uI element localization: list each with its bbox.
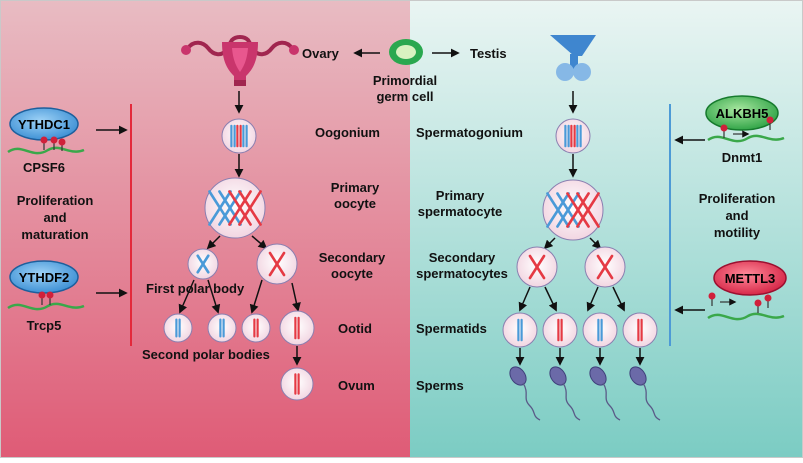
cell — [280, 367, 314, 401]
chromosome — [566, 192, 590, 228]
uterus-icon — [181, 35, 299, 86]
chromosome — [196, 254, 210, 274]
ythdf2-text: YTHDF2 — [19, 270, 70, 285]
cell — [241, 313, 271, 343]
lineage-arrow — [518, 286, 531, 312]
lineage-arrow — [206, 235, 221, 250]
chromosome — [268, 251, 286, 277]
trcp5-label: Trcp5 — [27, 318, 62, 333]
right-process-2: and — [725, 208, 748, 223]
m6a-mark-icon — [40, 136, 66, 151]
primordial-label-line2: germ cell — [376, 89, 433, 104]
primordial-germ-cell-icon — [389, 39, 423, 65]
male-panel-bg — [410, 0, 803, 458]
lineage-arrow — [178, 279, 195, 314]
lineage-arrow — [249, 279, 263, 314]
cpsf6-rna-strand — [7, 146, 85, 155]
chromosome — [228, 190, 252, 226]
dnmt1-rna-strand — [707, 134, 785, 143]
lineage-arrow — [291, 282, 301, 312]
lineage-arrow — [251, 235, 268, 250]
sperms-label: Sperms — [416, 378, 464, 393]
dnmt1-label: Dnmt1 — [722, 150, 762, 165]
ootid-label: Ootid — [338, 321, 372, 336]
primary-spermatocyte-label-1: Primary — [436, 188, 485, 203]
cell — [279, 310, 315, 346]
lineage-arrow — [544, 286, 557, 312]
cell — [542, 312, 578, 348]
cell — [555, 118, 591, 154]
right-process-3: motility — [714, 225, 761, 240]
lineage-arrow — [612, 286, 625, 312]
second-polar-bodies-label: Second polar bodies — [142, 347, 270, 362]
chromosome — [208, 190, 232, 226]
chromosome — [238, 190, 262, 226]
ovary-label: Ovary — [302, 46, 340, 61]
m6a-mark-icon — [708, 292, 772, 313]
mettl3-rna-strand — [707, 312, 785, 321]
cell-lineage-layer — [163, 91, 661, 421]
chromosome — [546, 192, 570, 228]
ovum-label: Ovum — [338, 378, 375, 393]
spermatids-label: Spermatids — [416, 321, 487, 336]
primordial-label-line1: Primordial — [373, 73, 437, 88]
left-process-2: and — [43, 210, 66, 225]
cell — [542, 179, 604, 241]
m6a-mark-icon — [38, 291, 54, 305]
chromosome — [596, 254, 614, 280]
left-process-1: Proliferation — [17, 193, 94, 208]
secondary-spermatocytes-label-1: Secondary — [429, 250, 496, 265]
cell — [221, 118, 257, 154]
right-process-1: Proliferation — [699, 191, 776, 206]
secondary-oocyte-label-2: oocyte — [331, 266, 373, 281]
testis-icon — [550, 35, 596, 81]
primary-spermatocyte-label-2: spermatocyte — [418, 204, 503, 219]
first-polar-body-label: First polar body — [146, 281, 245, 296]
secondary-spermatocytes-label-2: spermatocytes — [416, 266, 508, 281]
sperm-icon — [509, 366, 541, 421]
lineage-arrow — [543, 237, 556, 250]
trcp5-rna-strand — [7, 302, 85, 311]
alkbh5-text: ALKBH5 — [716, 106, 769, 121]
primary-oocyte-label-2: oocyte — [334, 196, 376, 211]
cell — [163, 313, 193, 343]
sperm-icon — [549, 366, 581, 421]
cpsf6-label: CPSF6 — [23, 160, 65, 175]
lineage-arrow — [207, 279, 221, 314]
chromosome — [556, 192, 580, 228]
chromosome — [528, 254, 546, 280]
lineage-arrow — [586, 286, 599, 312]
secondary-oocyte-label-1: Secondary — [319, 250, 386, 265]
sperm-icon — [589, 366, 621, 421]
sperm-icon — [629, 366, 661, 421]
testis-label: Testis — [470, 46, 507, 61]
chromosome — [576, 192, 600, 228]
female-panel-bg — [0, 0, 410, 458]
spermatogonium-label: Spermatogonium — [416, 125, 523, 140]
mettl3-badge: METTL3 — [713, 260, 787, 296]
lineage-arrow — [589, 237, 602, 250]
cell — [204, 177, 266, 239]
chromosome — [218, 190, 242, 226]
left-process-3: maturation — [21, 227, 88, 242]
primary-oocyte-label-1: Primary — [331, 180, 380, 195]
cell — [582, 312, 618, 348]
ythdc1-badge: YTHDC1 — [9, 107, 79, 141]
ythdc1-text: YTHDC1 — [18, 117, 70, 132]
oogonium-label: Oogonium — [315, 125, 380, 140]
cell — [207, 313, 237, 343]
cell — [622, 312, 658, 348]
mettl3-text: METTL3 — [725, 271, 776, 286]
ythdf2-badge: YTHDF2 — [9, 260, 79, 294]
m6a-mark-icon — [720, 116, 774, 138]
cell — [502, 312, 538, 348]
alkbh5-badge: ALKBH5 — [705, 95, 779, 131]
